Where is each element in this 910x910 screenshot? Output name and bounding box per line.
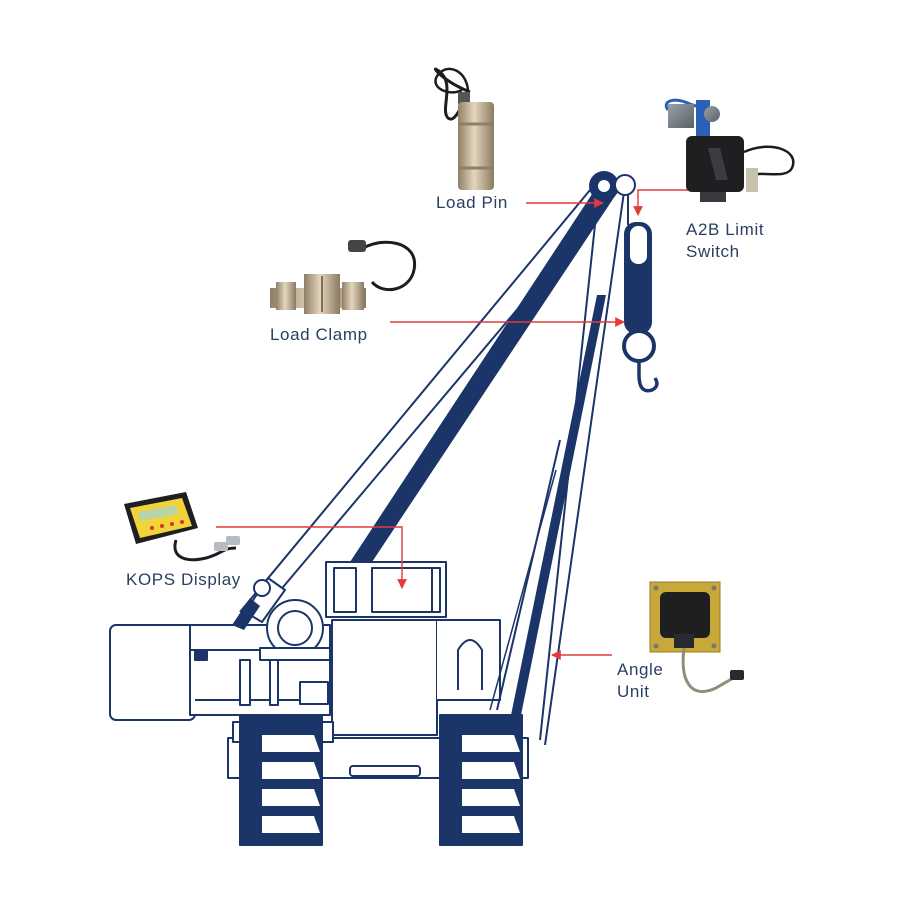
label-angle-unit: Angle Unit xyxy=(617,659,663,703)
label-load-pin: Load Pin xyxy=(436,192,508,214)
label-load-pin-text: Load Pin xyxy=(436,193,508,212)
pipelayer-machine xyxy=(109,171,659,846)
label-kops-display-text: KOPS Display xyxy=(126,570,241,589)
load-pin-icon xyxy=(433,67,494,190)
label-kops-display: KOPS Display xyxy=(126,569,241,591)
boom xyxy=(232,171,636,746)
a2b-limit-switch-icon xyxy=(664,98,795,202)
track-left xyxy=(239,714,323,846)
label-load-clamp-text: Load Clamp xyxy=(270,325,368,344)
counterweight xyxy=(109,624,196,721)
label-a2b-line2: Switch xyxy=(686,242,740,261)
label-angle-line1: Angle xyxy=(617,660,664,679)
track-right xyxy=(439,714,523,846)
kops-display-icon xyxy=(124,492,240,562)
angle-unit-icon xyxy=(649,581,744,694)
pointer-arrows xyxy=(216,189,690,660)
label-a2b-limit-switch: A2B Limit Switch xyxy=(686,219,764,263)
label-a2b-line1: A2B Limit xyxy=(686,220,765,239)
label-load-clamp: Load Clamp xyxy=(270,324,368,346)
hook-block xyxy=(622,195,659,393)
label-angle-line2: Unit xyxy=(617,682,650,701)
arrow-kops-display xyxy=(216,526,407,589)
arrow-a2b-switch xyxy=(633,189,690,216)
load-clamp-icon xyxy=(270,240,416,314)
engine-body xyxy=(331,619,438,736)
